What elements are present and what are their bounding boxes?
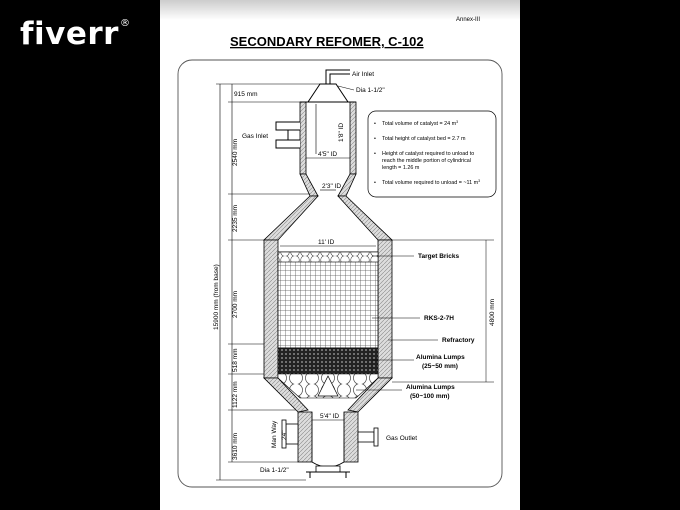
man-way-size: 24" xyxy=(281,430,288,440)
dim-5-4-id: 5'4" ID xyxy=(320,413,339,420)
reformer-vessel xyxy=(263,69,393,478)
man-way-label: Man Way xyxy=(271,420,278,448)
dim-11-id: 11' ID xyxy=(318,239,335,246)
registered-mark: ® xyxy=(120,18,130,29)
annex-label: Annex-III xyxy=(456,17,480,23)
air-inlet-label: Air Inlet xyxy=(352,71,374,78)
dim-2235: 2235 mm xyxy=(232,205,239,232)
target-bricks-label: Target Bricks xyxy=(418,253,459,260)
rks-label: RKS-2-7H xyxy=(424,315,454,322)
dim-915: 915 mm xyxy=(234,91,257,98)
catalyst-bed xyxy=(277,251,379,349)
drawing-frame xyxy=(177,59,503,488)
dia-bottom-label: Dia 1-1/2" xyxy=(260,467,289,474)
dim-4800: 4800 mm xyxy=(489,299,496,326)
alumina-large-size: (50~100 mm) xyxy=(410,393,450,400)
note-3-line-1: Height of catalyst required to unload to xyxy=(382,151,474,157)
note-2: Total height of catalyst bed = 2.7 m xyxy=(382,136,466,142)
document-page: Annex-III SECONDARY REFOMER, C-102 xyxy=(160,0,520,510)
dim-4-5-id: 4'5" ID xyxy=(318,151,337,158)
dim-1122: 1122 mm xyxy=(232,381,239,408)
gas-inlet-label: Gas Inlet xyxy=(242,133,268,140)
svg-text:•: • xyxy=(374,180,376,186)
alumina-small-label: Alumina Lumps xyxy=(416,354,465,361)
fiverr-watermark-logo: fiverr xyxy=(20,16,119,52)
svg-text:•: • xyxy=(374,151,376,157)
note-3-line-2: reach the middle portion of cylindrical xyxy=(382,158,471,164)
reformer-diagram: Annex-III SECONDARY REFOMER, C-102 xyxy=(160,0,520,488)
alumina-small-layer xyxy=(277,347,379,375)
dim-518: 518 mm xyxy=(232,349,239,372)
dim-total-height: 15900 mm (from base) xyxy=(213,264,220,330)
dia-top-label: Dia 1-1/2" xyxy=(356,87,385,94)
dim-2-3-id: 2'3" ID xyxy=(322,183,341,190)
dim-3610: 3610 mm xyxy=(232,433,239,460)
document-title: SECONDARY REFOMER, C-102 xyxy=(230,34,424,49)
svg-text:•: • xyxy=(374,121,376,127)
alumina-large-label: Alumina Lumps xyxy=(406,384,455,391)
note-1: Total volume of catalyst = 24 m3 xyxy=(382,120,458,127)
internal-diameter-dims xyxy=(280,104,376,421)
dim-1-8-id: 1'8" ID xyxy=(338,123,345,142)
target-bricks-layer xyxy=(277,251,379,263)
svg-text:•: • xyxy=(374,136,376,142)
alumina-small-size: (25~50 mm) xyxy=(422,363,458,370)
note-3-line-3: length = 1.26 m xyxy=(382,165,420,171)
dim-2700: 2700 mm xyxy=(232,291,239,318)
refractory-label: Refractory xyxy=(442,337,475,344)
notes-box: • Total volume of catalyst = 24 m3 • Tot… xyxy=(367,110,497,198)
dim-2540: 2540 mm xyxy=(232,139,239,166)
callout-leaders xyxy=(356,239,494,391)
note-4: Total volume required to unload = ~11 m3 xyxy=(382,179,480,186)
left-dimension-chain xyxy=(216,83,328,481)
gas-outlet-label: Gas Outlet xyxy=(386,435,417,442)
